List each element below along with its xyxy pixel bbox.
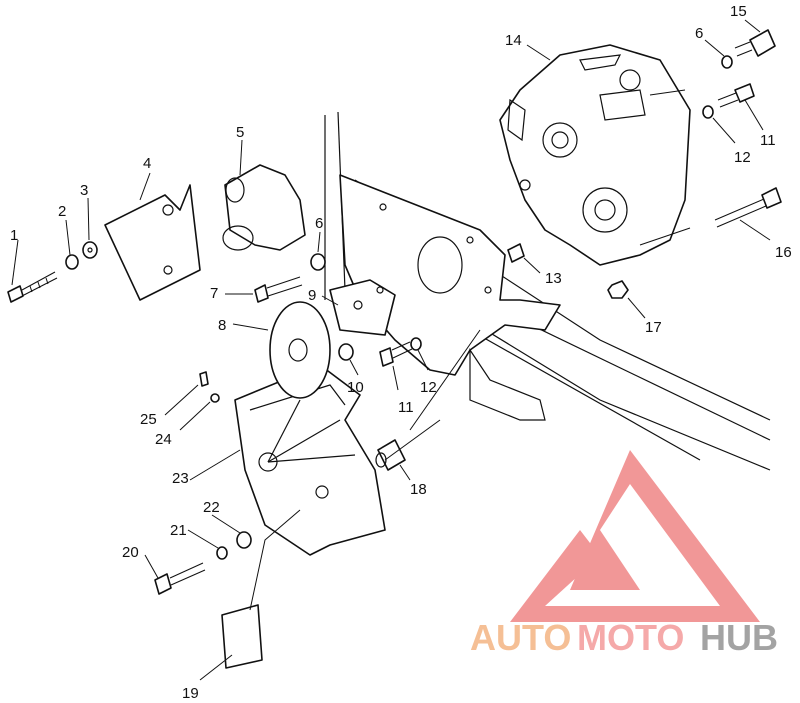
callout-15: 15 bbox=[730, 3, 747, 20]
callout-17: 17 bbox=[645, 319, 662, 336]
adapter-plate bbox=[329, 279, 396, 336]
callout-6-right: 6 bbox=[695, 25, 703, 42]
callout-23: 23 bbox=[172, 470, 189, 487]
callout-4: 4 bbox=[143, 155, 151, 172]
callout-9: 9 bbox=[308, 287, 316, 304]
callout-24: 24 bbox=[155, 431, 172, 448]
callout-2: 2 bbox=[58, 203, 66, 220]
callout-8: 8 bbox=[218, 317, 226, 334]
watermark-logo: AUTO MOTO HUB bbox=[470, 450, 778, 658]
idler-block bbox=[222, 164, 306, 251]
callout-18: 18 bbox=[410, 481, 427, 498]
callout-12-right: 12 bbox=[734, 149, 751, 166]
callout-25: 25 bbox=[140, 411, 157, 428]
callout-13: 13 bbox=[545, 270, 562, 287]
bracket bbox=[104, 184, 201, 301]
callout-5: 5 bbox=[236, 124, 244, 141]
callout-labels: 1 2 3 4 5 6 6 7 8 9 10 11 11 12 12 13 14… bbox=[10, 3, 792, 702]
gearcase bbox=[499, 44, 691, 266]
callout-21: 21 bbox=[170, 522, 187, 539]
watermark-word-moto: MOTO bbox=[577, 617, 684, 658]
callout-19: 19 bbox=[182, 685, 199, 702]
leader-lines bbox=[11, 19, 771, 681]
callout-7: 7 bbox=[210, 285, 218, 302]
chain-cover bbox=[234, 364, 386, 556]
callout-16: 16 bbox=[775, 244, 792, 261]
callout-3: 3 bbox=[80, 182, 88, 199]
logo-triangle-mark bbox=[510, 450, 760, 622]
callout-10: 10 bbox=[347, 379, 364, 396]
watermark-word-auto: AUTO bbox=[470, 617, 571, 658]
decal bbox=[221, 604, 263, 669]
callout-6-left: 6 bbox=[315, 215, 323, 232]
watermark-word-hub: HUB bbox=[700, 617, 778, 658]
callout-22: 22 bbox=[203, 499, 220, 516]
callout-11-right: 11 bbox=[760, 132, 776, 149]
pulley bbox=[269, 301, 331, 399]
fasteners bbox=[7, 29, 782, 595]
callout-14: 14 bbox=[505, 32, 522, 49]
callout-11-mid: 11 bbox=[398, 399, 414, 416]
callout-12-mid: 12 bbox=[420, 379, 437, 396]
callout-1: 1 bbox=[10, 227, 18, 244]
callout-20: 20 bbox=[122, 544, 139, 561]
